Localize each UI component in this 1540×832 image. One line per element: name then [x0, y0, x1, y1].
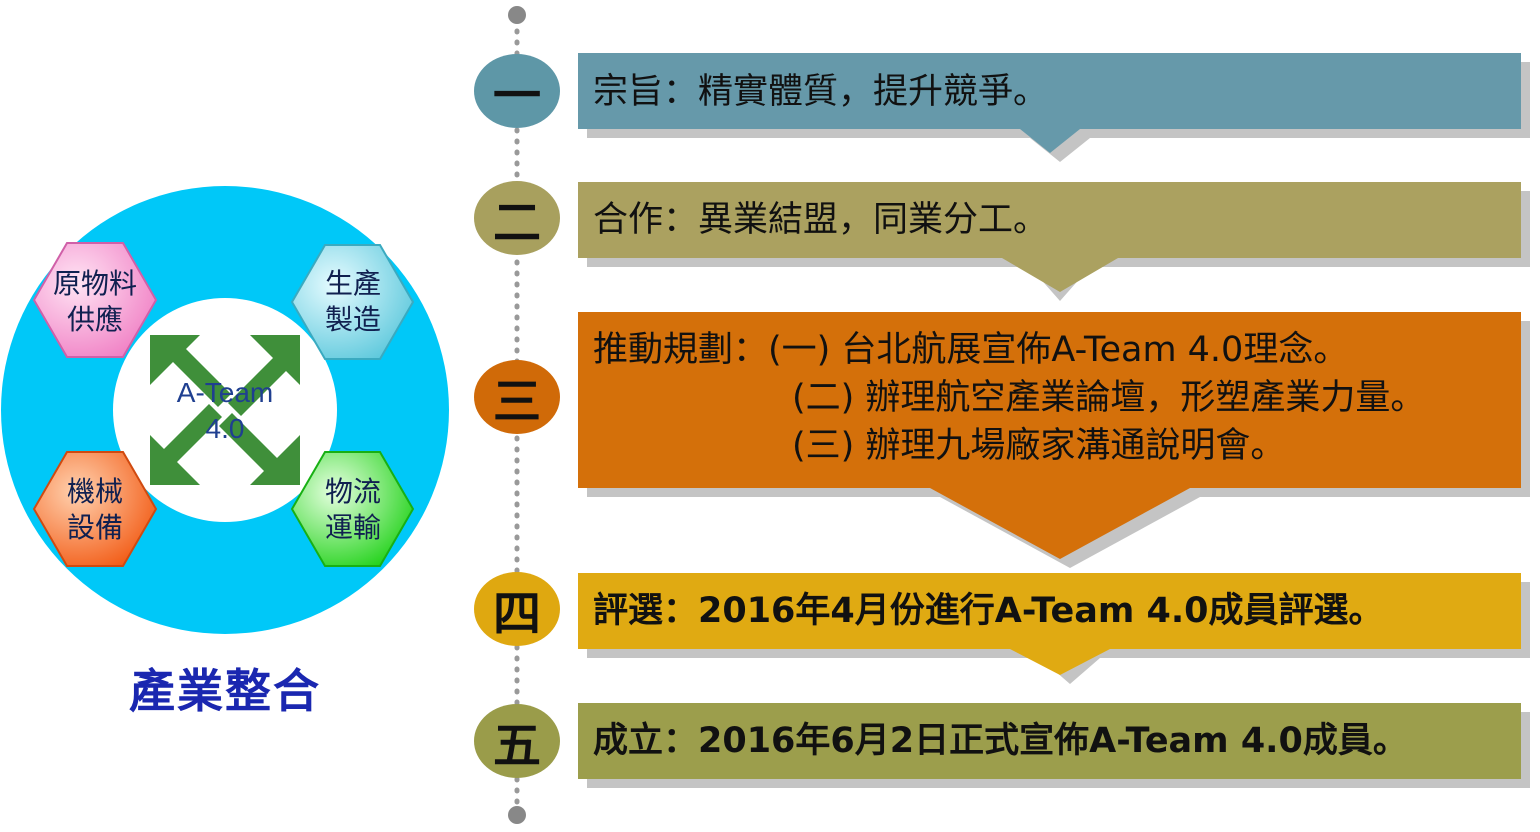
node-logistics-label: 物流 運輸 — [324, 475, 381, 544]
step-4-text: 評選：2016年4月份進行A-Team 4.0成員評選。 — [593, 591, 1384, 631]
step-4-number: 四 — [492, 586, 541, 642]
four-way-arrow-icon — [150, 335, 300, 485]
step-5-text: 成立：2016年6月2日正式宣佈A-Team 4.0成員。 — [593, 721, 1408, 761]
step-4-box — [578, 573, 1521, 675]
step-3-box — [578, 312, 1521, 559]
step-3-text-line-1: 推動規劃：(一) 台北航展宣佈A-Team 4.0理念。 — [593, 330, 1349, 370]
step-5-circle — [474, 704, 560, 778]
step-4-circle — [474, 572, 560, 646]
integration-title: 產業整合 — [129, 664, 321, 718]
step-1-number: 一 — [492, 68, 541, 124]
step-2-number: 二 — [492, 195, 541, 251]
step-1-box — [578, 53, 1521, 153]
hexagon-logistics — [290, 451, 415, 567]
step-5-number: 五 — [492, 718, 541, 774]
node-machinery-label: 機械 設備 — [66, 475, 123, 544]
step-3-circle — [474, 360, 560, 434]
node-raw-materials-label: 原物料 供應 — [52, 267, 137, 336]
step-2-circle — [474, 181, 560, 255]
step-1-circle — [474, 54, 560, 128]
step-2-box — [578, 182, 1521, 292]
step-1-text: 宗旨：精實體質，提升競爭。 — [593, 72, 1049, 112]
timeline-top-dot — [508, 6, 526, 24]
step-2-text: 合作：異業結盟，同業分工。 — [593, 200, 1049, 240]
step-3-text-line-2: (二) 辦理航空產業論壇，形塑產業力量。 — [792, 378, 1426, 418]
hexagon-machinery — [32, 451, 158, 567]
hexagon-production — [290, 244, 415, 360]
step-3-text-line-3: (三) 辦理九場廠家溝通說明會。 — [792, 426, 1286, 466]
timeline-bottom-dot — [508, 806, 526, 824]
step-3-number: 三 — [492, 374, 541, 430]
node-production-label: 生產 製造 — [324, 267, 381, 336]
center-label: A-Team 4.0 — [176, 377, 274, 444]
hexagon-raw-materials — [32, 242, 158, 358]
step-5-box — [578, 703, 1521, 779]
